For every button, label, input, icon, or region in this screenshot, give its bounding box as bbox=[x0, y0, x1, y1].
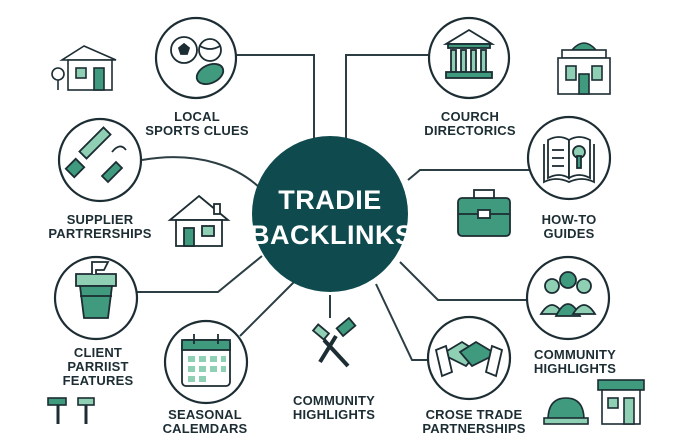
label-seasonal: SEASONAL CALEMDARS bbox=[152, 408, 258, 436]
label-council-line2: DIRECTORICS bbox=[424, 123, 516, 138]
handshake-icon bbox=[434, 340, 504, 378]
label-council-line1: COURCH bbox=[440, 109, 500, 124]
label-community-center-line1: COMMUNITY bbox=[293, 393, 375, 408]
calendar-icon bbox=[181, 334, 231, 387]
label-community-right-line1: COMMUNITY bbox=[534, 347, 616, 362]
node-circle-community-right bbox=[525, 255, 611, 341]
hub-title-line2: BACKLINKS bbox=[250, 220, 414, 250]
label-client: CLIENT PARRIIST FEATURES bbox=[46, 346, 150, 388]
node-circle-supplier bbox=[57, 117, 143, 203]
label-community-right-line2: HIGHLIGHTS bbox=[533, 361, 617, 376]
label-cross-trade: CROSE TRADE PARTNERSHIPS bbox=[414, 408, 534, 436]
connector-howto bbox=[407, 169, 530, 181]
connector-supplier bbox=[141, 156, 263, 191]
hub-title-line1: TRADIE bbox=[278, 185, 382, 215]
hub-circle bbox=[252, 136, 408, 292]
label-community-right: COMMUNITY HIGHLIGHTS bbox=[524, 348, 626, 376]
label-council: COURCH DIRECTORICS bbox=[414, 110, 526, 138]
connector-seasonal bbox=[239, 279, 297, 337]
hammer-tools-icon bbox=[311, 316, 357, 368]
connectors bbox=[134, 54, 530, 361]
label-howto-line1: HOW-TO bbox=[541, 212, 597, 227]
node-circle-local-sports bbox=[154, 16, 238, 100]
storefront-icon bbox=[597, 379, 645, 425]
town-hall-icon bbox=[557, 42, 611, 95]
label-client-line2: PARRIIST bbox=[67, 359, 129, 374]
label-supplier-line1: SUPPLIER bbox=[66, 212, 134, 227]
label-client-line3: FEATURES bbox=[62, 373, 134, 388]
tools-icon bbox=[64, 126, 127, 184]
connector-client bbox=[134, 255, 263, 293]
briefcase-icon bbox=[457, 189, 511, 237]
hammer-pair-icon bbox=[47, 397, 95, 424]
connector-council bbox=[345, 54, 430, 140]
small-house-icon bbox=[51, 45, 117, 91]
connector-local-sports bbox=[236, 54, 315, 140]
house-icon bbox=[167, 194, 231, 247]
label-community-center: COMMUNITY HIGHLIGHTS bbox=[280, 394, 388, 422]
people-group-icon bbox=[539, 271, 597, 317]
label-community-center-line2: HIGHLIGHTS bbox=[292, 407, 376, 422]
label-cross-trade-line2: PARTNERSHIPS bbox=[422, 421, 526, 436]
label-local-sports: LOCAL SPORTS CLUES bbox=[136, 110, 258, 138]
label-local-sports-line2: SPORTS CLUES bbox=[145, 123, 249, 138]
label-seasonal-line2: CALEMDARS bbox=[162, 421, 248, 436]
label-howto: HOW-TO GUIDES bbox=[528, 213, 610, 241]
label-supplier-line2: PARTRERSHIPS bbox=[48, 226, 152, 241]
hard-hat-icon bbox=[543, 397, 589, 425]
label-howto-line2: GUIDES bbox=[543, 226, 595, 241]
toolbox-icon bbox=[75, 261, 117, 319]
hub-title: TRADIE BACKLINKS bbox=[250, 183, 414, 253]
courthouse-icon bbox=[442, 28, 496, 79]
label-supplier: SUPPLIER PARTRERSHIPS bbox=[36, 213, 164, 241]
label-local-sports-line1: LOCAL bbox=[174, 109, 220, 124]
connector-cross-trade bbox=[375, 283, 428, 361]
sports-balls-icon bbox=[170, 36, 225, 85]
open-book-icon bbox=[543, 136, 595, 184]
connector-community-right bbox=[399, 261, 528, 301]
label-cross-trade-line1: CROSE TRADE bbox=[425, 407, 523, 422]
label-client-line1: CLIENT bbox=[73, 345, 123, 360]
label-seasonal-line1: SEASONAL bbox=[168, 407, 242, 422]
